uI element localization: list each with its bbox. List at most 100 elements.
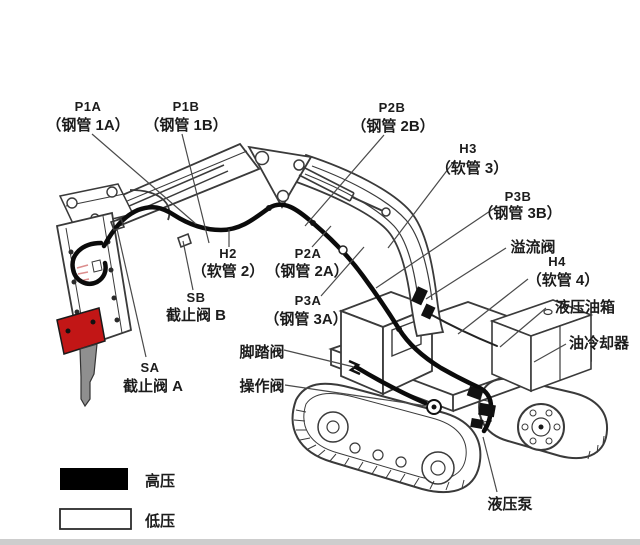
pump-block bbox=[466, 385, 484, 401]
label-oil-cooler: 油冷却器 bbox=[569, 334, 630, 352]
label-h4-code: H4 bbox=[548, 254, 566, 269]
leader-p2a bbox=[311, 225, 332, 248]
bracket-pin bbox=[66, 197, 78, 209]
box-right bbox=[530, 313, 592, 393]
sprocket-bolt-holes bbox=[521, 409, 561, 445]
label-relief-valve: 溢流阀 bbox=[510, 238, 555, 256]
label-hydraulic-tank: 液压油箱 bbox=[555, 298, 615, 316]
rod-eye bbox=[381, 207, 391, 217]
chisel-tool bbox=[79, 343, 98, 408]
hose-joint bbox=[396, 326, 402, 332]
leader-p3b bbox=[375, 206, 497, 289]
road-wheel bbox=[372, 449, 384, 461]
bottom-edge-strip bbox=[0, 539, 640, 545]
main-hose-high-pressure bbox=[101, 202, 481, 390]
tank-cooler-box bbox=[489, 299, 594, 393]
hose-joint bbox=[266, 205, 272, 211]
leader-p2b bbox=[304, 134, 385, 227]
label-sa-code: SA bbox=[140, 360, 159, 375]
label-h4-desc: （软管 4） bbox=[527, 271, 600, 289]
label-p2a-code: P2A bbox=[295, 246, 322, 261]
label-foot-valve: 脚踏阀 bbox=[239, 343, 284, 361]
filler-cap bbox=[543, 308, 553, 316]
label-p1a-desc: （钢管 1A） bbox=[46, 116, 129, 134]
link-pin bbox=[276, 189, 290, 203]
shutoff-valve-a bbox=[109, 218, 126, 231]
bracket-pin bbox=[106, 186, 118, 198]
label-p1a-code: P1A bbox=[75, 99, 102, 114]
breaker-hose-loop bbox=[70, 240, 108, 287]
label-p1b-code: P1B bbox=[173, 99, 200, 114]
front-track-inner bbox=[303, 392, 467, 480]
label-sb-code: SB bbox=[186, 290, 205, 305]
label-h2-desc: （软管 2） bbox=[192, 262, 265, 280]
leader-oil-cooler bbox=[533, 343, 567, 363]
cylinder-rod bbox=[351, 196, 384, 212]
pump-block bbox=[478, 402, 496, 418]
leader-hydraulic-tank bbox=[499, 307, 547, 348]
label-p1b-desc: （钢管 1B） bbox=[144, 116, 227, 134]
leader-hydraulic-pump bbox=[482, 436, 498, 493]
boom-linkage bbox=[247, 145, 391, 217]
leader-sb bbox=[182, 240, 194, 291]
boom-pipe-2b bbox=[304, 173, 419, 299]
breaker-plate-detail bbox=[91, 259, 103, 273]
return-hose-4 bbox=[429, 313, 498, 347]
track-shoe-ticks bbox=[293, 399, 605, 491]
red-mount-bracket bbox=[56, 307, 106, 355]
front-drive-hub bbox=[430, 460, 446, 476]
label-p3a-desc: （钢管 3A） bbox=[264, 310, 347, 328]
label-h3-desc: （软管 3） bbox=[436, 159, 509, 177]
foot-valve-fitting bbox=[348, 359, 361, 376]
link-pin bbox=[293, 159, 305, 171]
bucket-link-rod bbox=[129, 189, 171, 221]
label-p3b-desc: （钢管 3B） bbox=[478, 204, 561, 222]
hose-clamp bbox=[338, 245, 348, 255]
label-sb-desc: 截止阀 B bbox=[166, 306, 226, 324]
leader-control-valve bbox=[284, 384, 428, 407]
label-h3-code: H3 bbox=[459, 141, 477, 156]
undercarriage bbox=[291, 377, 609, 494]
pump-block bbox=[470, 418, 484, 429]
road-wheel bbox=[395, 456, 407, 468]
label-p2a-desc: （钢管 2A） bbox=[265, 262, 348, 280]
leader-p3a bbox=[320, 246, 365, 297]
leader-foot-valve bbox=[283, 349, 355, 368]
leader-relief-valve bbox=[425, 247, 507, 300]
hydraulic-circuit bbox=[101, 202, 498, 434]
road-wheel bbox=[349, 442, 361, 454]
label-control-valve: 操作阀 bbox=[239, 377, 284, 395]
leader-lines bbox=[91, 133, 567, 493]
leader-p1a bbox=[91, 133, 197, 225]
label-sa-desc: 截止阀 A bbox=[123, 377, 183, 395]
label-p3a-code: P3A bbox=[295, 293, 322, 308]
control-valve-dot bbox=[431, 404, 437, 410]
breaker bbox=[55, 183, 135, 408]
relief-valve-fitting bbox=[411, 286, 428, 306]
labels: P1A （钢管 1A） P1B （钢管 1B） P2B （钢管 2B） H3 （… bbox=[46, 99, 630, 513]
legend-low-swatch bbox=[59, 508, 132, 530]
leader-sa bbox=[116, 228, 147, 358]
legend-low-label: 低压 bbox=[144, 512, 175, 530]
legend-high-label: 高压 bbox=[145, 472, 175, 490]
leader-h3 bbox=[387, 159, 456, 249]
relief-valve-fitting-2 bbox=[420, 303, 436, 320]
label-p2b-desc: （钢管 2B） bbox=[351, 117, 434, 135]
idler-hub bbox=[326, 420, 340, 434]
label-p2b-code: P2B bbox=[379, 100, 406, 115]
legend-high-swatch bbox=[60, 468, 128, 490]
control-valve-line bbox=[353, 364, 428, 406]
leader-p1b bbox=[181, 133, 210, 244]
bracket-bolt bbox=[90, 319, 96, 325]
link-pin bbox=[254, 150, 270, 166]
hose-joint bbox=[310, 220, 316, 226]
leader-h4 bbox=[457, 278, 529, 335]
label-p3b-code: P3B bbox=[505, 189, 532, 204]
shutoff-valve-b bbox=[177, 232, 192, 249]
boom-pipe-3b bbox=[311, 165, 433, 301]
label-hydraulic-pump: 液压泵 bbox=[487, 495, 532, 513]
bracket-bolt bbox=[65, 328, 71, 334]
label-h2-code: H2 bbox=[219, 246, 237, 261]
